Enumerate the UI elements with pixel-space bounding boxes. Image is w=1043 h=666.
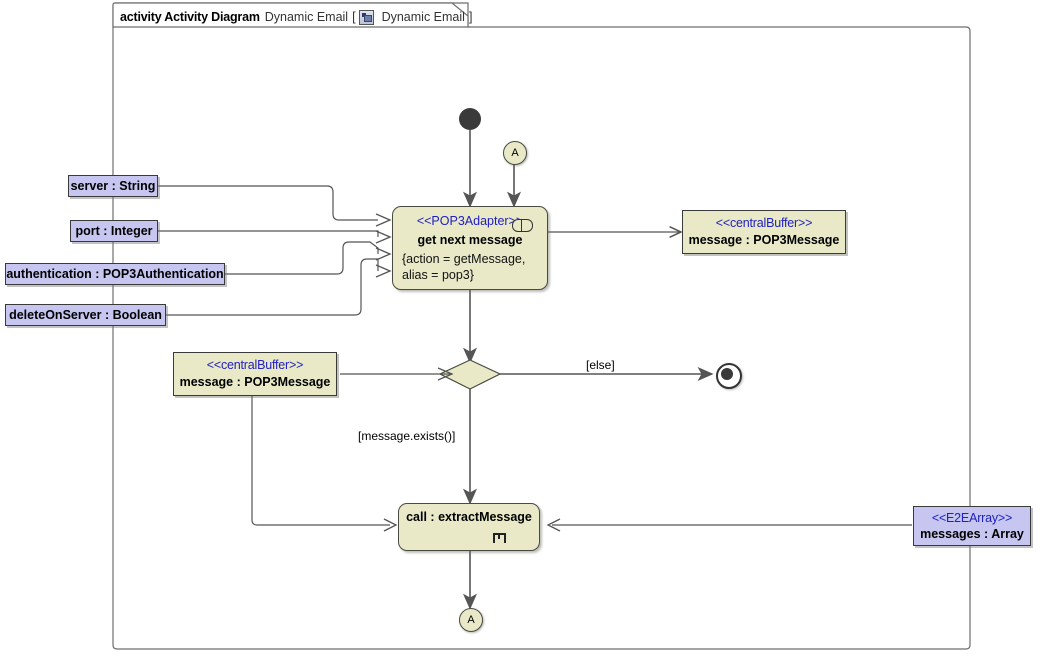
action-property-line-1: {action = getMessage, bbox=[402, 252, 526, 267]
input-pin-decision bbox=[437, 367, 454, 381]
central-buffer-left[interactable]: <<centralBuffer>> message : POP3Message bbox=[173, 352, 337, 396]
input-pins-getnext bbox=[375, 213, 392, 278]
connector-node-top[interactable]: A bbox=[503, 141, 527, 165]
extract-title: call : extractMessage bbox=[406, 510, 532, 524]
action-title: get next message bbox=[417, 232, 523, 247]
central-buffer-right[interactable]: <<centralBuffer>> message : POP3Message bbox=[682, 210, 846, 254]
buffer-left-label: message : POP3Message bbox=[179, 375, 331, 389]
messages-array-stereotype: <<E2EArray>> bbox=[931, 510, 1013, 525]
call-behavior-rake-icon bbox=[493, 533, 507, 544]
guard-else: [else] bbox=[586, 358, 615, 372]
param-label-3: deleteOnServer : Boolean bbox=[9, 307, 162, 322]
edge-server-to-getnext bbox=[157, 185, 378, 221]
param-label-2: authentication : POP3Authentication bbox=[6, 266, 224, 281]
frame-bracket-open: [ bbox=[352, 10, 356, 24]
frame-keyword: activity Activity Diagram bbox=[120, 10, 260, 24]
diagram-frame-label: activity Activity Diagram Dynamic Email … bbox=[114, 6, 480, 28]
object-node-messages-array[interactable]: <<E2EArray>> messages : Array bbox=[913, 506, 1031, 546]
frame-name: Dynamic Email bbox=[264, 10, 349, 24]
connector-node-bottom[interactable]: A bbox=[459, 608, 483, 632]
edge-deleteonserver-to-getnext bbox=[166, 258, 379, 316]
frame-ref-name: Dynamic Email bbox=[381, 10, 465, 24]
buffer-left-stereotype: <<centralBuffer>> bbox=[206, 358, 304, 373]
frame-bracket-close: ] bbox=[468, 10, 473, 24]
connector-label-bottom: A bbox=[467, 614, 475, 626]
param-label-0: server : String bbox=[70, 178, 156, 193]
action-property-line-2: alias = pop3} bbox=[402, 267, 474, 282]
diagram-frame bbox=[112, 2, 971, 650]
activity-parameter-deleteonserver[interactable]: deleteOnServer : Boolean bbox=[5, 304, 166, 326]
edge-buffer-left-to-extract bbox=[251, 395, 390, 526]
input-pin-extract-left bbox=[383, 518, 398, 532]
edge-port-to-getnext bbox=[157, 230, 379, 237]
action-get-next-message[interactable]: <<POP3Adapter>> get next message {action… bbox=[392, 206, 548, 290]
buffer-right-label: message : POP3Message bbox=[688, 233, 840, 247]
guard-message-exists: [message.exists()] bbox=[358, 429, 456, 443]
activity-parameter-port[interactable]: port : Integer bbox=[70, 220, 158, 242]
diagram-icon bbox=[358, 9, 374, 25]
activity-parameter-server[interactable]: server : String bbox=[68, 175, 158, 197]
activity-final-node[interactable] bbox=[716, 363, 742, 389]
accept-event-pill-icon bbox=[512, 219, 533, 232]
param-label-1: port : Integer bbox=[75, 223, 153, 238]
input-pin-extract-right bbox=[546, 518, 561, 532]
edge-authentication-to-getnext bbox=[224, 241, 379, 275]
buffer-right-stereotype: <<centralBuffer>> bbox=[715, 216, 813, 231]
action-stereotype: <<POP3Adapter>> bbox=[416, 214, 524, 228]
connector-label-top: A bbox=[511, 147, 519, 159]
action-extract-message[interactable]: call : extractMessage bbox=[398, 503, 540, 551]
initial-node[interactable] bbox=[459, 108, 481, 130]
messages-array-label: messages : Array bbox=[920, 526, 1024, 541]
activity-parameter-authentication[interactable]: authentication : POP3Authentication bbox=[5, 263, 225, 285]
